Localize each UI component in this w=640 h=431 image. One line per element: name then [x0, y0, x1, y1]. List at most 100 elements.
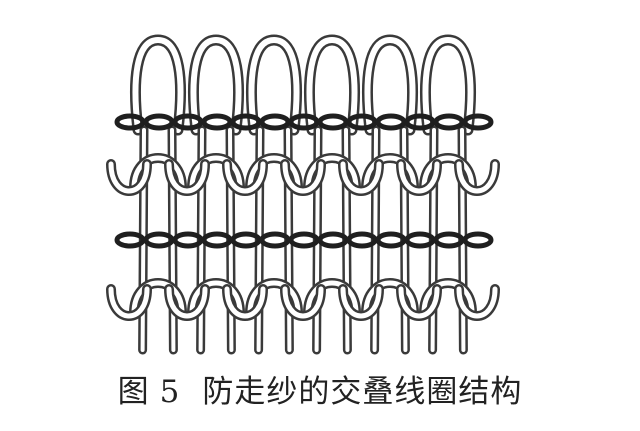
arc-down-core [340, 286, 382, 319]
arc-down-core [166, 161, 208, 194]
arc-down [338, 284, 384, 321]
chain-link [172, 231, 204, 249]
chain-link [288, 231, 320, 249]
chain-link [172, 113, 204, 131]
arc-up-core [305, 155, 359, 191]
figure-label: 图 [117, 374, 150, 410]
arc-up-core [247, 280, 301, 316]
arc-down [106, 159, 152, 196]
arc-down-core [224, 161, 266, 194]
arc-up-core [189, 280, 243, 316]
chain-link [433, 231, 465, 249]
top-loop-row [129, 34, 477, 136]
top-loop-6 [419, 34, 477, 136]
arc-down [222, 284, 268, 321]
interlock-row-1 [106, 153, 500, 196]
arc-up [129, 278, 187, 318]
arc-down [396, 159, 442, 196]
arc-up-core [363, 155, 417, 191]
arc-down-core [282, 161, 324, 194]
chain-link [259, 231, 291, 249]
arc-up [419, 153, 477, 193]
chain-link [346, 113, 378, 131]
figure-number: 5 [159, 374, 181, 410]
chain-link [404, 231, 436, 249]
arc-up-core [247, 155, 301, 191]
top-loop-5-core [364, 36, 416, 133]
arc-down [164, 159, 210, 196]
top-loop-4-core [306, 36, 358, 133]
chain-link [114, 113, 146, 131]
chain-link [230, 231, 262, 249]
chain-link [404, 113, 436, 131]
top-loop-3-core [248, 36, 300, 133]
arc-down-core [456, 286, 498, 319]
chain-row-1 [114, 113, 494, 131]
top-loop-1-core [132, 36, 184, 133]
arc-down-core [456, 161, 498, 194]
arc-down [106, 284, 152, 321]
top-loop-6-core [422, 36, 474, 133]
interlock-row-2 [106, 278, 500, 321]
arc-up-core [189, 155, 243, 191]
top-loop-1 [129, 34, 187, 136]
arc-up [187, 278, 245, 318]
arc-down [396, 284, 442, 321]
arc-up-core [421, 280, 475, 316]
arc-down [164, 284, 210, 321]
chain-link [375, 231, 407, 249]
chain-link [201, 231, 233, 249]
arc-down-core [166, 286, 208, 319]
top-loop-5 [361, 34, 419, 136]
arc-down-core [398, 286, 440, 319]
dark-chain-yarns [114, 113, 494, 249]
arc-up [245, 153, 303, 193]
arc-down-core [282, 286, 324, 319]
arc-down-core [108, 286, 150, 319]
arc-down [454, 159, 500, 196]
interlocked-loop-diagram [106, 34, 500, 355]
arc-up [303, 153, 361, 193]
arc-down-core [224, 286, 266, 319]
interlocking-arc-rows [106, 153, 500, 321]
top-loop-2 [187, 34, 245, 136]
chain-link [375, 113, 407, 131]
chain-link [462, 231, 494, 249]
arc-down-core [398, 161, 440, 194]
chain-link [288, 113, 320, 131]
arc-down-core [340, 161, 382, 194]
chain-link [230, 113, 262, 131]
top-loop-4 [303, 34, 361, 136]
arc-up [361, 278, 419, 318]
arc-up-core [131, 280, 185, 316]
chain-link [346, 231, 378, 249]
arc-down [222, 159, 268, 196]
chain-link [433, 113, 465, 131]
arc-up [303, 278, 361, 318]
arc-up [361, 153, 419, 193]
arc-down-core [108, 161, 150, 194]
chain-link [317, 113, 349, 131]
arc-up [245, 278, 303, 318]
arc-down [280, 159, 326, 196]
arc-up-core [363, 280, 417, 316]
chain-link [259, 113, 291, 131]
arc-down [338, 159, 384, 196]
arc-up-core [421, 155, 475, 191]
chain-link [143, 231, 175, 249]
arc-up-core [131, 155, 185, 191]
chain-row-2 [114, 231, 494, 249]
top-loop-2-core [190, 36, 242, 133]
arc-up-core [305, 280, 359, 316]
chain-link [201, 113, 233, 131]
arc-down [280, 284, 326, 321]
arc-up [187, 153, 245, 193]
chain-link [317, 231, 349, 249]
figure-title: 防走纱的交叠线圈结构 [202, 374, 523, 410]
arc-up [129, 153, 187, 193]
chain-link [114, 231, 146, 249]
arc-up [419, 278, 477, 318]
chain-link [143, 113, 175, 131]
